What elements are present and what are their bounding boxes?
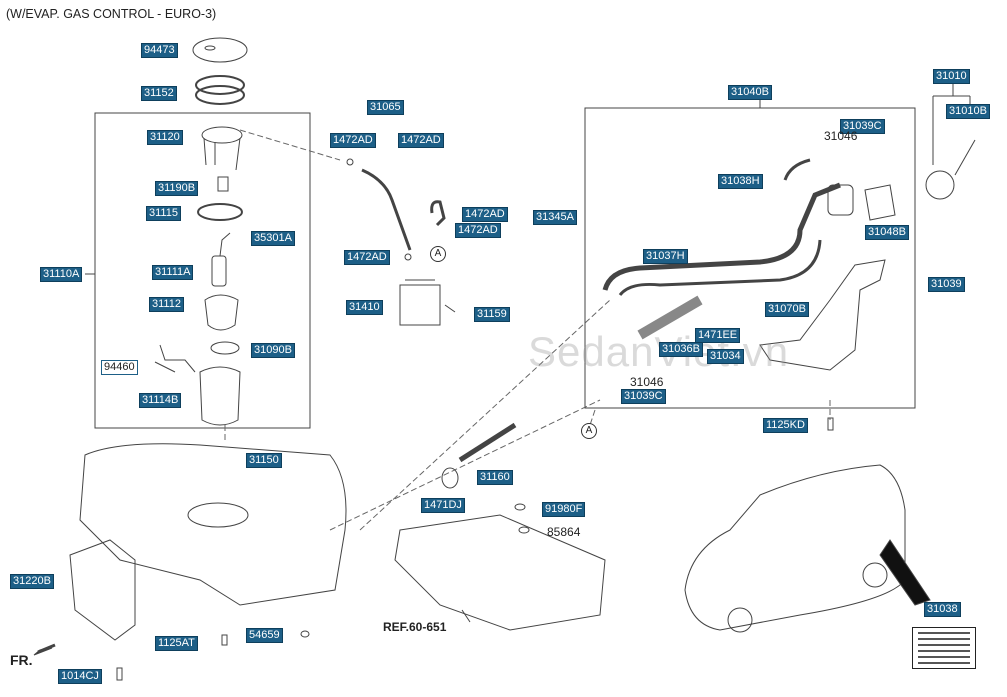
part-label[interactable]: 35301A bbox=[251, 231, 295, 246]
part-label[interactable]: 31039 bbox=[928, 277, 965, 292]
part-label[interactable]: 31120 bbox=[147, 130, 183, 145]
part-label[interactable]: 94473 bbox=[141, 43, 178, 58]
part-label[interactable]: 94460 bbox=[101, 360, 138, 375]
front-marker: FR. bbox=[10, 652, 33, 668]
part-label[interactable]: 1125KD bbox=[763, 418, 808, 433]
part-label[interactable]: 1471DJ bbox=[421, 498, 465, 513]
part-label[interactable]: 31037H bbox=[643, 249, 688, 264]
floor-panel bbox=[394, 514, 606, 631]
part-label[interactable]: 1472AD bbox=[344, 250, 390, 265]
part-label[interactable]: 31112 bbox=[149, 297, 184, 312]
part-label[interactable]: 31010B bbox=[946, 104, 990, 119]
part-label[interactable]: 31039C bbox=[840, 119, 885, 134]
part-label[interactable]: 31114B bbox=[139, 393, 182, 408]
fuel-tank bbox=[79, 443, 347, 606]
part-label[interactable]: 31065 bbox=[367, 100, 404, 115]
part-label[interactable]: 31036B bbox=[659, 342, 703, 357]
part-label[interactable]: 1472AD bbox=[330, 133, 376, 148]
part-label[interactable]: 31038 bbox=[924, 602, 961, 617]
part-label-plain: 31046 bbox=[630, 375, 664, 389]
part-label[interactable]: 31111A bbox=[152, 265, 194, 280]
part-label[interactable]: 1472AD bbox=[398, 133, 444, 148]
part-label[interactable]: 31152 bbox=[141, 86, 177, 101]
pump-assembly-box bbox=[94, 112, 311, 429]
part-label[interactable]: 31115 bbox=[146, 206, 181, 221]
fuel-label-sticker bbox=[912, 627, 976, 669]
watermark: SedanViet.vn bbox=[528, 328, 789, 376]
part-label[interactable]: 31345A bbox=[533, 210, 577, 225]
part-label[interactable]: 31048B bbox=[865, 225, 909, 240]
part-label-plain: 85864 bbox=[547, 525, 581, 539]
part-label[interactable]: 31034 bbox=[707, 349, 744, 364]
part-label[interactable]: 1125AT bbox=[155, 636, 198, 651]
part-label[interactable]: 54659 bbox=[246, 628, 283, 643]
part-label[interactable]: 91980F bbox=[542, 502, 586, 517]
part-label[interactable]: 1472AD bbox=[455, 223, 501, 238]
part-label[interactable]: 1014CJ bbox=[58, 669, 102, 684]
car-illustration bbox=[684, 464, 906, 631]
part-label[interactable]: 31220B bbox=[10, 574, 54, 589]
part-label[interactable]: 31410 bbox=[346, 300, 383, 315]
diagram-title: (W/EVAP. GAS CONTROL - EURO-3) bbox=[6, 7, 217, 21]
part-label[interactable]: 31110A bbox=[40, 267, 83, 282]
part-label-plain: 31046 bbox=[824, 129, 858, 143]
callout-a: A bbox=[430, 246, 446, 262]
part-label[interactable]: 31010 bbox=[933, 69, 970, 84]
reference-label[interactable]: REF.60-651 bbox=[383, 620, 447, 634]
part-label[interactable]: 31190B bbox=[155, 181, 199, 196]
part-label[interactable]: 31159 bbox=[474, 307, 510, 322]
part-label[interactable]: 1472AD bbox=[462, 207, 508, 222]
part-label[interactable]: 31070B bbox=[765, 302, 809, 317]
cover-seal bbox=[192, 37, 248, 63]
part-label[interactable]: 31039C bbox=[621, 389, 666, 404]
part-label[interactable]: 31038H bbox=[718, 174, 763, 189]
part-label[interactable]: 31040B bbox=[728, 85, 772, 100]
filler-neck-box bbox=[584, 107, 916, 409]
part-label[interactable]: 31160 bbox=[477, 470, 513, 485]
callout-a: A bbox=[581, 423, 597, 439]
part-label[interactable]: 31090B bbox=[251, 343, 295, 358]
part-label[interactable]: 31150 bbox=[246, 453, 282, 468]
part-label[interactable]: 1471EE bbox=[695, 328, 741, 343]
